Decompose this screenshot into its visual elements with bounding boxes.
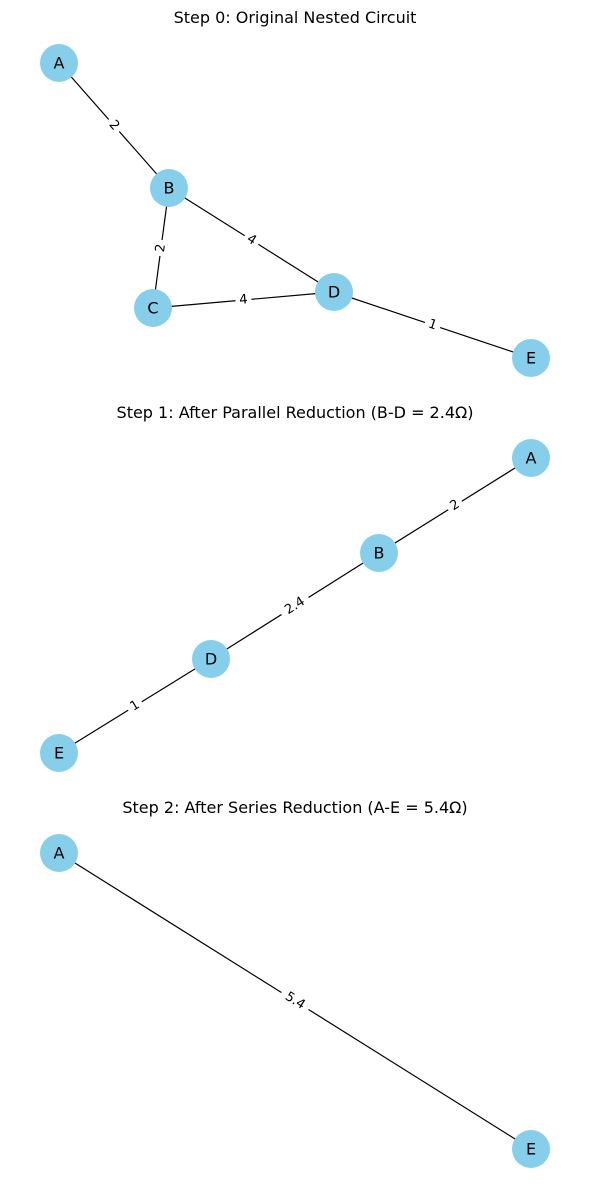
- node-circle: [134, 289, 172, 327]
- node-B: B: [150, 169, 188, 207]
- edge-label-group: 2: [152, 239, 170, 257]
- node-label: A: [54, 54, 65, 73]
- node-label: D: [328, 283, 340, 302]
- panel-step-2: Step 2: After Series Reduction (A-E = 5.…: [40, 798, 550, 1168]
- node-circle: [150, 169, 188, 207]
- edge-label: 4: [239, 292, 249, 308]
- node-circle: [192, 640, 230, 678]
- edge-label-group: 2: [443, 494, 467, 517]
- edge-label: 2: [153, 243, 169, 253]
- node-circle: [40, 834, 78, 872]
- panel-step-1: Step 1: After Parallel Reduction (B-D = …: [40, 403, 550, 772]
- edge-label-background: [422, 314, 443, 336]
- node-circle: [512, 439, 550, 477]
- edge-label-background: [240, 228, 263, 252]
- edge-label-group: 5.4: [277, 985, 313, 1017]
- node-E: E: [40, 734, 78, 772]
- node-label: B: [164, 179, 175, 198]
- node-label: A: [526, 449, 537, 468]
- node-label: B: [374, 544, 385, 563]
- node-label: C: [147, 299, 158, 318]
- node-D: D: [192, 640, 230, 678]
- edge-label-background: [102, 114, 126, 137]
- node-E: E: [512, 339, 550, 377]
- edge-label-group: 2: [102, 114, 126, 137]
- edge-label-background: [234, 291, 253, 309]
- node-B: B: [360, 534, 398, 572]
- node-label: E: [526, 1140, 536, 1159]
- node-label: A: [54, 844, 65, 863]
- node-label: E: [526, 349, 536, 368]
- node-circle: [512, 339, 550, 377]
- edge-label-background: [152, 239, 170, 257]
- panel-step-0: Step 0: Original Nested Circuit 2 2 4 4 1 A B C D…: [40, 8, 550, 377]
- node-C: C: [134, 289, 172, 327]
- node-label: E: [54, 744, 64, 763]
- node-circle: [40, 734, 78, 772]
- edge-label-background: [277, 590, 313, 622]
- edge-label-group: 1: [123, 694, 147, 718]
- node-A: A: [40, 834, 78, 872]
- edge-label-background: [123, 694, 147, 718]
- node-A: A: [512, 439, 550, 477]
- edge-label-background: [277, 985, 313, 1017]
- edge-label-background: [443, 494, 467, 517]
- node-circle: [360, 534, 398, 572]
- node-circle: [315, 273, 353, 311]
- panel-title: Step 2: After Series Reduction (A-E = 5.…: [122, 798, 467, 817]
- edge-label-group: 4: [240, 228, 263, 252]
- panel-title: Step 0: Original Nested Circuit: [174, 8, 417, 27]
- node-D: D: [315, 273, 353, 311]
- edge-label-group: 2.4: [277, 590, 313, 622]
- edge-label-group: 1: [422, 314, 443, 336]
- node-circle: [40, 44, 78, 82]
- node-E: E: [512, 1130, 550, 1168]
- node-label: D: [205, 650, 217, 669]
- edge-label-group: 4: [234, 291, 253, 309]
- node-circle: [512, 1130, 550, 1168]
- panel-title: Step 1: After Parallel Reduction (B-D = …: [117, 403, 474, 422]
- node-A: A: [40, 44, 78, 82]
